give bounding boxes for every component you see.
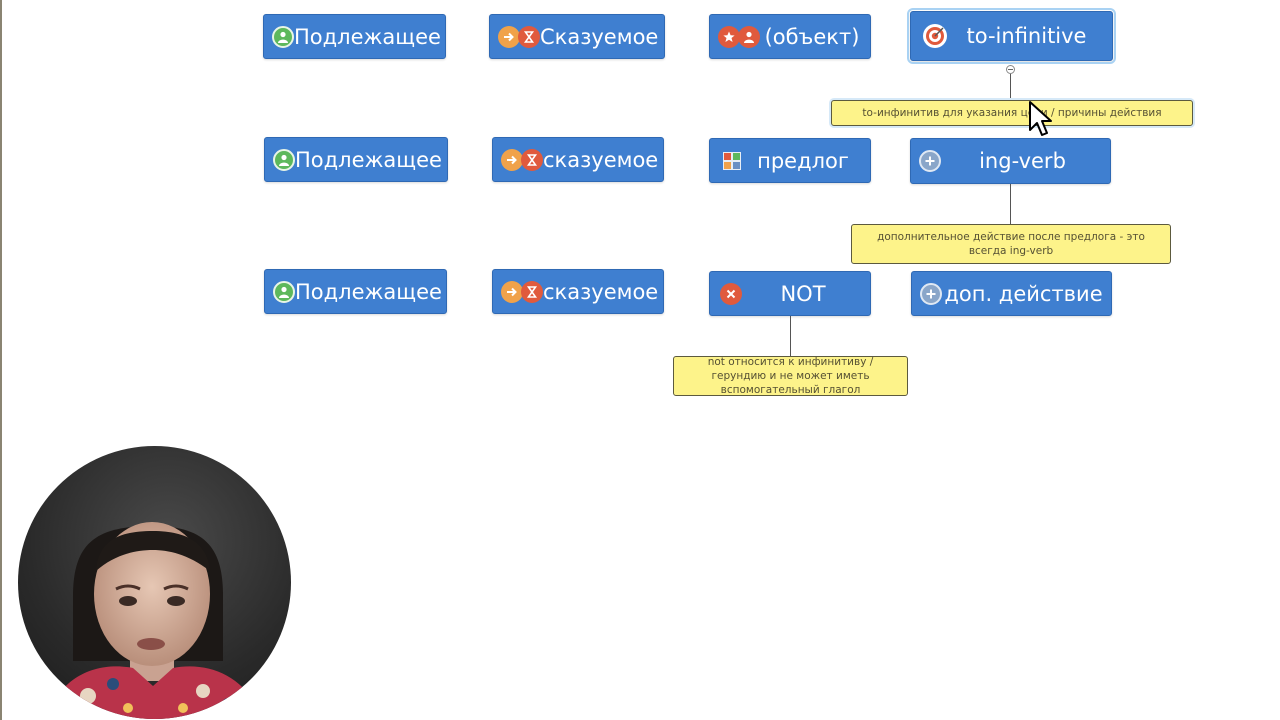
note-text: дополнительное действие после предлога -… — [877, 231, 1145, 257]
person-icon — [273, 280, 295, 303]
hourglass-icon — [521, 148, 543, 171]
node-predicate-1[interactable]: Сказуемое — [489, 14, 665, 59]
connector-line — [1010, 184, 1011, 224]
node-label: to-infinitive — [966, 24, 1087, 48]
collapse-toggle[interactable] — [1006, 65, 1015, 74]
person-icon — [273, 148, 295, 171]
person-icon — [272, 25, 294, 48]
webcam-overlay — [18, 446, 291, 719]
node-subject-3[interactable]: Подлежащее — [264, 269, 447, 314]
node-label: сказуемое — [543, 279, 659, 304]
note-text: to-инфинитив для указания цели / причины… — [862, 107, 1162, 119]
plus-circle-icon — [920, 282, 942, 305]
node-predicate-2[interactable]: сказуемое — [492, 137, 664, 182]
node-label: Подлежащее — [295, 279, 442, 304]
star-icon — [718, 25, 740, 48]
node-label: Сказуемое — [540, 24, 659, 49]
hourglass-icon — [518, 25, 540, 48]
arrow-icon — [501, 280, 523, 303]
note-not[interactable]: not относится к инфинитиву / герундию и … — [673, 356, 908, 396]
note-to-infinitive[interactable]: to-инфинитив для указания цели / причины… — [831, 100, 1193, 126]
node-predicate-3[interactable]: сказуемое — [492, 269, 664, 314]
node-label: предлог — [757, 148, 849, 173]
node-label: NOT — [780, 281, 826, 306]
window-left-edge — [0, 0, 2, 720]
node-to-infinitive[interactable]: to-infinitive — [907, 8, 1116, 64]
preposition-grid-icon — [722, 151, 742, 171]
node-extra-action[interactable]: доп. действие — [911, 271, 1112, 316]
node-label: ing-verb — [979, 149, 1066, 173]
node-label: Подлежащее — [295, 147, 442, 172]
cross-circle-icon — [720, 282, 742, 305]
person-icon — [738, 25, 760, 48]
mouse-cursor-icon — [1028, 100, 1054, 143]
node-subject-1[interactable]: Подлежащее — [263, 14, 446, 59]
note-text: not относится к инфинитиву / герундию и … — [707, 356, 874, 396]
node-not[interactable]: NOT — [709, 271, 871, 316]
target-icon — [923, 24, 947, 48]
node-label: доп. действие — [944, 281, 1103, 306]
node-label: (объект) — [764, 24, 860, 49]
node-subject-2[interactable]: Подлежащее — [264, 137, 448, 182]
arrow-icon — [498, 25, 520, 48]
hourglass-icon — [521, 280, 543, 303]
connector-line — [1010, 74, 1011, 100]
node-preposition[interactable]: предлог — [709, 138, 871, 183]
arrow-icon — [501, 148, 523, 171]
connector-line — [790, 316, 791, 356]
node-label: Подлежащее — [294, 24, 441, 49]
node-ing-verb[interactable]: ing-verb — [910, 138, 1111, 184]
node-object-1[interactable]: (объект) — [709, 14, 871, 59]
plus-circle-icon — [919, 150, 941, 172]
note-ing-verb[interactable]: дополнительное действие после предлога -… — [851, 224, 1171, 264]
node-label: сказуемое — [543, 147, 659, 172]
